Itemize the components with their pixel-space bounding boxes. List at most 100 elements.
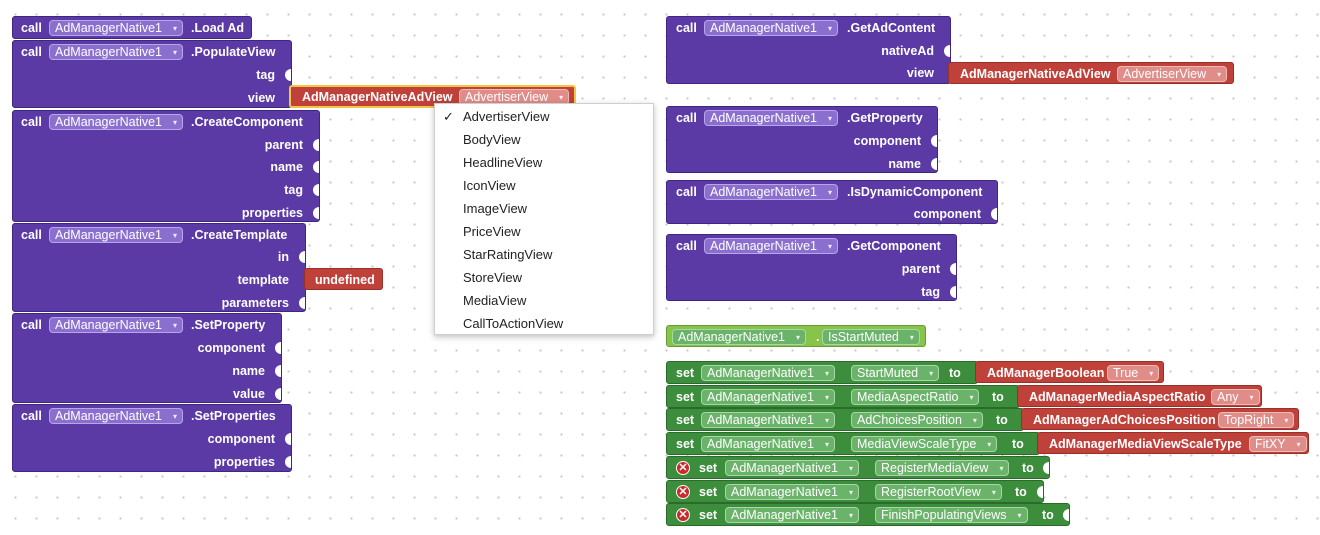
param-label: component — [197, 341, 265, 355]
block-get-property[interactable]: call AdManagerNative1▾ .GetProperty comp… — [666, 106, 938, 173]
method-name: .IsDynamicComponent — [847, 185, 983, 199]
input-socket — [950, 286, 956, 298]
getcontent-view-helper[interactable]: AdManagerNativeAdView AdvertiserView▾ — [948, 62, 1234, 84]
input-socket — [1037, 486, 1043, 498]
component-dropdown[interactable]: AdManagerNative1▾ — [701, 365, 836, 381]
helper-type: AdManagerBoolean — [987, 366, 1105, 380]
menu-item-advertiser-view[interactable]: ✓AdvertiserView — [435, 105, 653, 128]
error-icon[interactable]: ✕ — [676, 508, 690, 522]
undefined-block[interactable]: undefined — [304, 268, 383, 290]
component-dropdown[interactable]: AdManagerNative1▾ — [725, 460, 860, 476]
setter-value-aspect-ratio[interactable]: AdManagerMediaAspectRatio Any▾ — [1017, 385, 1262, 407]
dropdown-arrow-icon: ▾ — [909, 333, 914, 342]
dropdown-arrow-icon: ▾ — [969, 393, 974, 402]
getter-is-start-muted[interactable]: AdManagerNative1▾ . IsStartMuted▾ — [666, 325, 926, 347]
component-dropdown[interactable]: AdManagerNative1▾ — [704, 20, 839, 36]
param-label: nativeAd — [881, 44, 934, 58]
component-dropdown[interactable]: AdManagerNative1▾ — [49, 317, 184, 333]
setter-value-ad-choices[interactable]: AdManagerAdChoicesPosition TopRight▾ — [1021, 408, 1299, 430]
component-dropdown[interactable]: AdManagerNative1▾ — [701, 412, 836, 428]
block-get-component[interactable]: call AdManagerNative1▾ .GetComponent par… — [666, 234, 957, 301]
menu-item-icon-view[interactable]: IconView — [463, 178, 516, 193]
property-dropdown[interactable]: FinishPopulatingViews▾ — [875, 507, 1028, 523]
dropdown-arrow-icon: ▾ — [825, 440, 830, 449]
property-dropdown[interactable]: RegisterMediaView▾ — [875, 460, 1010, 476]
call-keyword: call — [21, 115, 42, 129]
component-dropdown[interactable]: AdManagerNative1▾ — [49, 114, 184, 130]
value-dropdown[interactable]: FitXY▾ — [1249, 436, 1307, 452]
block-set-properties[interactable]: call AdManagerNative1▾ .SetProperties co… — [12, 404, 292, 472]
input-socket — [285, 69, 291, 81]
setter-start-muted[interactable]: set AdManagerNative1▾ StartMuted▾ to — [666, 361, 978, 384]
component-dropdown[interactable]: AdManagerNative1▾ — [725, 484, 860, 500]
component-dropdown[interactable]: AdManagerNative1▾ — [49, 20, 184, 36]
component-dropdown[interactable]: AdManagerNative1▾ — [704, 184, 839, 200]
view-dropdown[interactable]: AdvertiserView▾ — [459, 89, 570, 105]
component-dropdown[interactable]: AdManagerNative1▾ — [725, 507, 860, 523]
block-load-ad[interactable]: call AdManagerNative1▾ .Load Ad — [12, 16, 252, 39]
property-dropdown[interactable]: MediaAspectRatio▾ — [851, 389, 980, 405]
helper-type: AdManagerAdChoicesPosition — [1033, 413, 1216, 427]
param-label: tag — [921, 285, 940, 299]
param-label: component — [853, 134, 921, 148]
property-dropdown[interactable]: AdChoicesPosition▾ — [851, 412, 983, 428]
property-dropdown[interactable]: MediaViewScaleType▾ — [851, 436, 998, 452]
setter-finish-populating-views[interactable]: ✕ set AdManagerNative1▾ FinishPopulating… — [666, 503, 1070, 526]
setter-media-aspect-ratio[interactable]: set AdManagerNative1▾ MediaAspectRatio▾ … — [666, 385, 1020, 408]
component-dropdown[interactable]: AdManagerNative1▾ — [49, 408, 184, 424]
param-label: template — [237, 273, 289, 287]
component-dropdown[interactable]: AdManagerNative1▾ — [49, 44, 184, 60]
set-keyword: set — [699, 461, 718, 475]
view-dropdown[interactable]: AdvertiserView▾ — [1117, 66, 1228, 82]
to-keyword: to — [996, 413, 1008, 427]
view-helper-block[interactable]: AdManagerNativeAdView AdvertiserView▾ — [289, 85, 576, 108]
block-set-property[interactable]: call AdManagerNative1▾ .SetProperty comp… — [12, 313, 282, 403]
menu-item-body-view[interactable]: BodyView — [463, 132, 521, 147]
menu-item-media-view[interactable]: MediaView — [463, 293, 527, 308]
menu-item-price-view[interactable]: PriceView — [463, 224, 521, 239]
property-dropdown[interactable]: StartMuted▾ — [851, 365, 940, 381]
helper-type: AdManagerNativeAdView — [960, 67, 1111, 81]
method-name: .SetProperty — [191, 318, 266, 332]
error-icon[interactable]: ✕ — [676, 485, 690, 499]
menu-item-store-view[interactable]: StoreView — [463, 270, 523, 285]
method-name: .CreateComponent — [191, 115, 303, 129]
setter-ad-choices-position[interactable]: set AdManagerNative1▾ AdChoicesPosition▾… — [666, 408, 1024, 431]
menu-item-call-to-action-view[interactable]: CallToActionView — [463, 316, 564, 331]
dropdown-arrow-icon: ▾ — [1249, 393, 1254, 402]
component-dropdown[interactable]: AdManagerNative1▾ — [701, 389, 836, 405]
value-dropdown[interactable]: True▾ — [1107, 365, 1160, 381]
call-keyword: call — [21, 45, 42, 59]
component-dropdown[interactable]: AdManagerNative1▾ — [701, 436, 836, 452]
property-dropdown[interactable]: RegisterRootView▾ — [875, 484, 1002, 500]
param-label: value — [233, 387, 265, 401]
component-dropdown[interactable]: AdManagerNative1▾ — [704, 110, 839, 126]
block-create-component[interactable]: call AdManagerNative1▾ .CreateComponent … — [12, 110, 320, 222]
property-dropdown[interactable]: IsStartMuted▾ — [822, 329, 920, 345]
value-dropdown[interactable]: Any▾ — [1211, 389, 1260, 405]
setter-media-view-scale-type[interactable]: set AdManagerNative1▾ MediaViewScaleType… — [666, 432, 1040, 455]
block-is-dynamic-component[interactable]: call AdManagerNative1▾ .IsDynamicCompone… — [666, 180, 998, 224]
menu-item-image-view[interactable]: ImageView — [463, 201, 528, 216]
param-label: parent — [901, 262, 940, 276]
param-label: tag — [284, 183, 303, 197]
menu-item-star-rating-view[interactable]: StarRatingView — [463, 247, 553, 262]
menu-item-headline-view[interactable]: HeadlineView — [463, 155, 543, 170]
setter-register-root-view[interactable]: ✕ set AdManagerNative1▾ RegisterRootView… — [666, 480, 1044, 503]
input-socket — [275, 365, 281, 377]
setter-register-media-view[interactable]: ✕ set AdManagerNative1▾ RegisterMediaVie… — [666, 456, 1050, 479]
input-socket — [313, 139, 319, 151]
dropdown-arrow-icon: ▾ — [173, 48, 178, 57]
setter-value-scale-type[interactable]: AdManagerMediaViewScaleType FitXY▾ — [1037, 432, 1309, 454]
setter-value-boolean[interactable]: AdManagerBoolean True▾ — [975, 361, 1164, 383]
error-icon[interactable]: ✕ — [676, 461, 690, 475]
component-dropdown[interactable]: AdManagerNative1▾ — [704, 238, 839, 254]
block-create-template[interactable]: call AdManagerNative1▾ .CreateTemplate i… — [12, 223, 306, 312]
block-get-ad-content[interactable]: call AdManagerNative1▾ .GetAdContent nat… — [666, 16, 951, 84]
block-populate-view[interactable]: call AdManagerNative1▾ .PopulateView tag… — [12, 40, 292, 108]
component-dropdown[interactable]: AdManagerNative1▾ — [49, 227, 184, 243]
input-socket — [1043, 462, 1049, 474]
call-keyword: call — [21, 409, 42, 423]
component-dropdown[interactable]: AdManagerNative1▾ — [672, 329, 807, 345]
value-dropdown[interactable]: TopRight▾ — [1218, 412, 1295, 428]
